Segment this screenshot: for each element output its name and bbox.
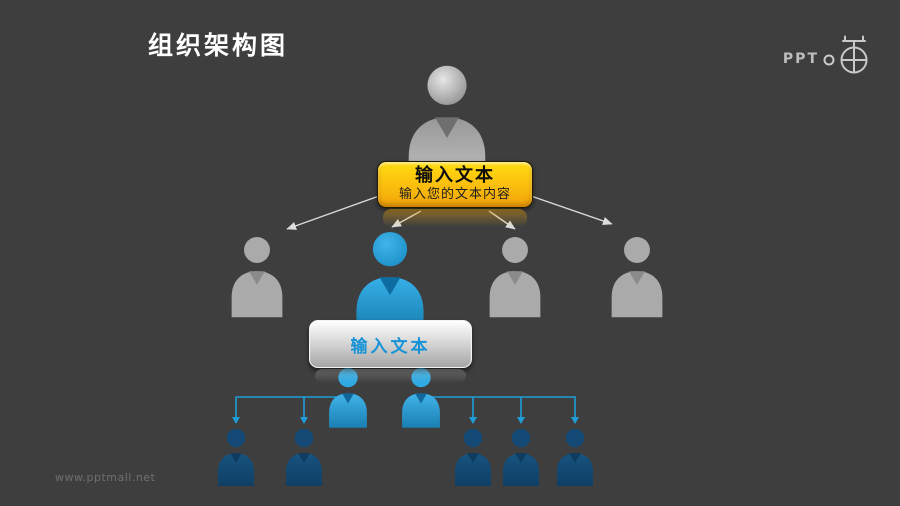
connector-arrowhead (232, 417, 240, 424)
yellow-text-box-title: 输入文本 (415, 165, 495, 186)
connector-left (235, 396, 348, 417)
connector-arrowhead (517, 417, 525, 424)
connector-arrowhead (300, 417, 308, 424)
top-branch-arrows (286, 195, 613, 230)
person-icon-staff-2[interactable] (285, 428, 323, 486)
arrow-to-manager-2 (391, 210, 422, 228)
staff-connectors (232, 396, 579, 424)
person-icon-manager-4[interactable] (611, 236, 663, 318)
yellow-text-box[interactable]: 输入文本 输入您的文本内容 (377, 161, 533, 227)
silver-text-box-title: 输入文本 (350, 336, 431, 357)
yellow-text-box-subtitle: 输入您的文本内容 (398, 187, 511, 202)
arrow-to-manager-3 (488, 210, 516, 230)
pptmall-logo: PPT (783, 33, 878, 77)
person-icon-manager-1[interactable] (231, 236, 283, 318)
silver-text-box[interactable]: 输入文本 (309, 320, 472, 383)
person-icon-staff-1[interactable] (217, 428, 255, 486)
logo-text: PPT (782, 51, 819, 67)
arrow-to-manager-4 (530, 195, 613, 225)
connector-arrowhead (469, 417, 477, 424)
arrow-to-manager-1 (286, 195, 380, 230)
person-icon-staff-5[interactable] (556, 428, 594, 486)
watermark: www.pptmall.net (55, 471, 156, 484)
pptmall-scope-logo-icon (823, 35, 868, 74)
person-icon-staff-4[interactable] (502, 428, 540, 486)
person-icon-staff-3[interactable] (454, 428, 492, 486)
connector-arrowhead (571, 417, 579, 424)
connector-right (421, 396, 576, 417)
page-title: 组织架构图 (148, 31, 289, 60)
person-icon-manager-3[interactable] (489, 236, 541, 318)
